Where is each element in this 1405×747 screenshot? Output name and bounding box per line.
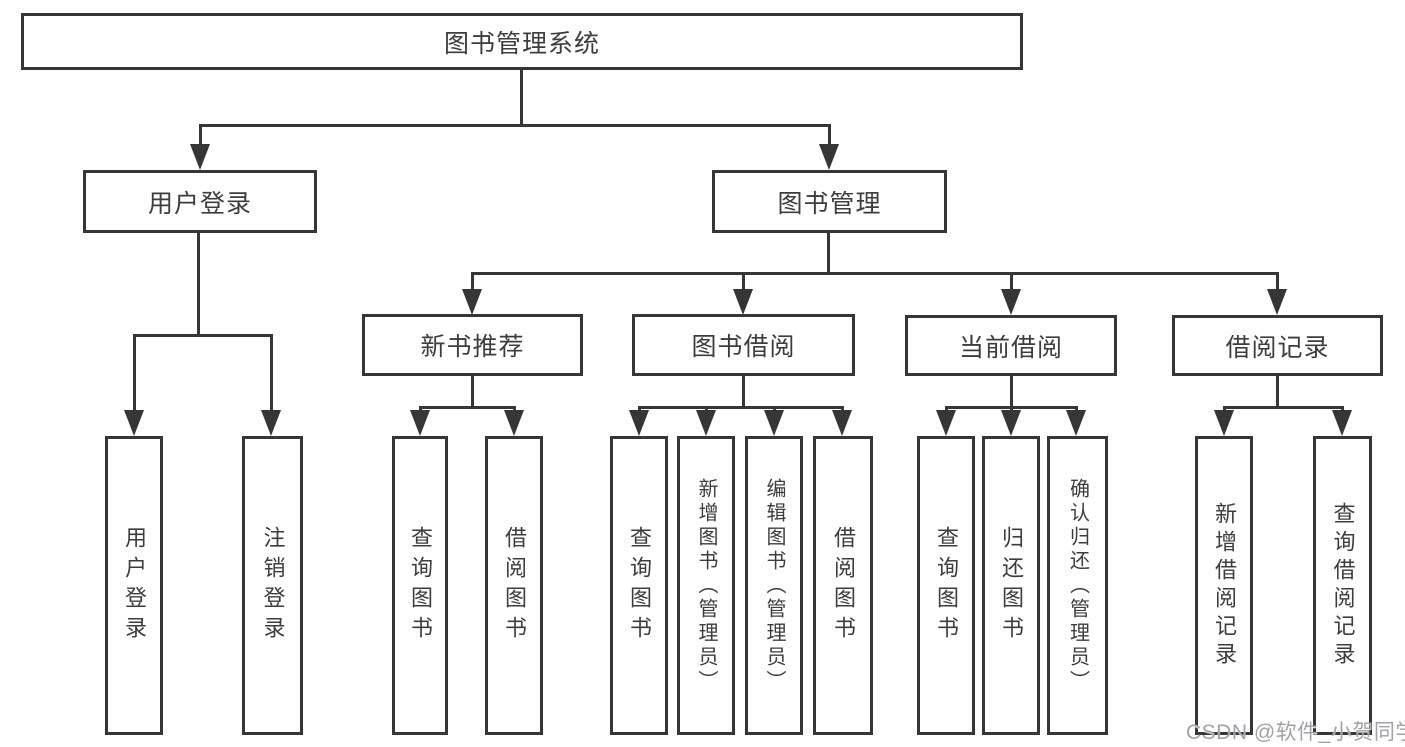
arrowhead-leaf-logout	[261, 410, 281, 436]
node-book-management: 图书管理	[712, 170, 947, 233]
leaf-borrow-book-1-label: 借阅图书	[502, 525, 527, 646]
arrowhead-current-borrow	[1001, 289, 1021, 315]
leaf-borrow-book-2: 借阅图书	[813, 436, 873, 735]
arrowhead-book-borrow	[733, 289, 753, 315]
connector-new-book-branch	[419, 406, 516, 409]
connector-root-left-drop	[199, 124, 202, 148]
arrowhead-br-add-record	[1214, 410, 1234, 436]
connector-drop-borrow-records	[1276, 272, 1279, 292]
leaf-user-login-label: 用户登录	[122, 525, 147, 646]
arrowhead-cb-return	[1001, 410, 1021, 436]
leaf-edit-book-admin: 编辑图书（管理员）	[745, 436, 803, 735]
connector-borrow-records-stub	[1276, 376, 1279, 409]
arrowhead-leaf-user-login	[124, 410, 144, 436]
leaf-user-login: 用户登录	[105, 436, 163, 735]
leaf-query-book-3-label: 查询图书	[934, 525, 959, 646]
leaf-return-book: 归还图书	[982, 436, 1040, 735]
connector-user-login-drop-1	[133, 334, 136, 412]
connector-borrow-records-branch	[1223, 406, 1344, 409]
arrowhead-nb-borrow	[504, 410, 524, 436]
connector-drop-current-borrow	[1010, 272, 1013, 292]
leaf-query-book-2-label: 查询图书	[627, 525, 652, 646]
leaf-add-book-admin-label: 新增图书（管理员）	[695, 477, 717, 694]
arrowhead-book-management	[819, 144, 839, 170]
leaf-query-book-1: 查询图书	[392, 436, 448, 735]
connector-drop-new-book	[471, 272, 474, 292]
node-user-login: 用户登录	[83, 170, 317, 233]
connector-book-mgmt-branch	[471, 272, 1278, 275]
arrowhead-bb-borrow	[832, 410, 852, 436]
leaf-query-book-2: 查询图书	[610, 436, 668, 735]
connector-user-login-stub	[197, 233, 200, 336]
leaf-return-book-label: 归还图书	[999, 525, 1024, 646]
arrowhead-bb-query	[629, 410, 649, 436]
connector-book-borrow-stub	[742, 376, 745, 409]
connector-user-login-drop-2	[270, 334, 273, 412]
connector-current-borrow-stub	[1010, 376, 1013, 409]
connector-new-book-stub	[471, 376, 474, 409]
connector-book-mgmt-stub	[827, 233, 830, 275]
connector-book-borrow-branch	[638, 406, 844, 409]
connector-root-right-drop	[828, 124, 831, 148]
arrowhead-bb-add	[696, 410, 716, 436]
leaf-query-borrow-record: 查询借阅记录	[1313, 436, 1372, 735]
leaf-query-borrow-record-label: 查询借阅记录	[1330, 501, 1356, 670]
arrowhead-user-login	[190, 144, 210, 170]
leaf-borrow-book-1: 借阅图书	[485, 436, 543, 735]
arrowhead-cb-confirm	[1066, 410, 1086, 436]
leaf-add-borrow-record-label: 新增借阅记录	[1212, 501, 1237, 670]
connector-root-stub	[520, 69, 523, 127]
leaf-query-book-3: 查询图书	[917, 436, 975, 735]
node-current-borrow: 当前借阅	[905, 315, 1117, 376]
connector-user-login-branch	[133, 334, 273, 337]
arrowhead-borrow-records	[1267, 289, 1287, 315]
node-borrow-records: 借阅记录	[1172, 315, 1383, 376]
leaf-add-book-admin: 新增图书（管理员）	[677, 436, 735, 735]
leaf-add-borrow-record: 新增借阅记录	[1195, 436, 1253, 735]
leaf-logout: 注销登录	[242, 436, 303, 735]
node-library-management-system: 图书管理系统	[21, 13, 1023, 70]
leaf-confirm-return-admin: 确认归还（管理员）	[1047, 436, 1108, 735]
node-new-book-recommend: 新书推荐	[362, 314, 583, 376]
leaf-edit-book-admin-label: 编辑图书（管理员）	[763, 477, 785, 694]
csdn-watermark: CSDN @软件_小贺同学	[1186, 721, 1405, 744]
node-book-borrow: 图书借阅	[632, 314, 855, 376]
arrowhead-bb-edit	[764, 410, 784, 436]
connector-drop-book-borrow	[742, 272, 745, 292]
connector-root-branch	[199, 124, 831, 127]
leaf-logout-label: 注销登录	[260, 525, 286, 646]
arrowhead-nb-query	[410, 410, 430, 436]
arrowhead-br-query-record	[1332, 410, 1352, 436]
arrowhead-cb-query	[936, 410, 956, 436]
leaf-confirm-return-admin-label: 确认归还（管理员）	[1066, 477, 1089, 694]
leaf-borrow-book-2-label: 借阅图书	[831, 525, 856, 646]
leaf-query-book-1-label: 查询图书	[408, 525, 433, 646]
arrowhead-new-book-rec	[462, 289, 482, 315]
